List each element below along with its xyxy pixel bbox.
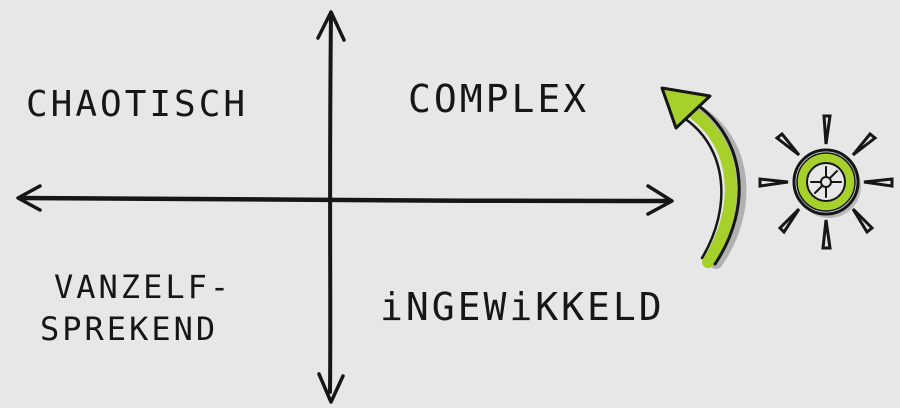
label-ingewikkeld: iNGEWiKKELD	[380, 285, 665, 329]
left-arrowhead	[16, 184, 42, 212]
horizontal-axis	[16, 184, 674, 216]
label-complex: COMPLEX	[408, 77, 589, 121]
curved-arrow-icon	[660, 86, 747, 269]
sun-icon	[758, 114, 894, 250]
right-arrowhead	[646, 184, 674, 216]
down-arrowhead	[317, 372, 345, 404]
up-arrowhead	[316, 10, 346, 42]
label-sprekend: SPREKEND	[40, 310, 218, 348]
label-chaotisch: CHAOTISCH	[26, 84, 248, 125]
label-vanzelf: VANZELF-	[54, 268, 232, 306]
vertical-axis	[316, 10, 346, 404]
